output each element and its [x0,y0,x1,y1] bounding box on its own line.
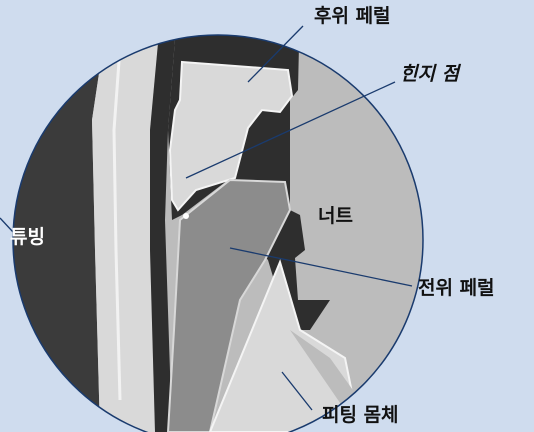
tube-wall [92,35,162,432]
label-fitting-body: 피팅 몸체 [322,404,399,426]
label-hinge-point: 힌지 점 [400,63,462,85]
magnifier-circle [12,34,424,432]
leader-front-ferrule [229,247,413,287]
leader-fitting-body [281,371,313,411]
leader-hinge-point [185,81,396,179]
label-rear-ferrule: 후위 페럴 [314,5,391,27]
leader-rear-ferrule [247,25,304,83]
label-front-ferrule: 전위 페럴 [418,277,495,299]
rear-ferrule-shape [168,60,294,212]
leader-tubing [0,217,14,233]
inner-dark-gap [150,35,178,432]
front-ferrule-shape [166,178,292,432]
label-nut: 너트 [318,205,353,227]
label-tubing: 튜빙 [10,226,45,248]
tubing-region [13,35,110,432]
hinge-point-dot [183,213,189,219]
